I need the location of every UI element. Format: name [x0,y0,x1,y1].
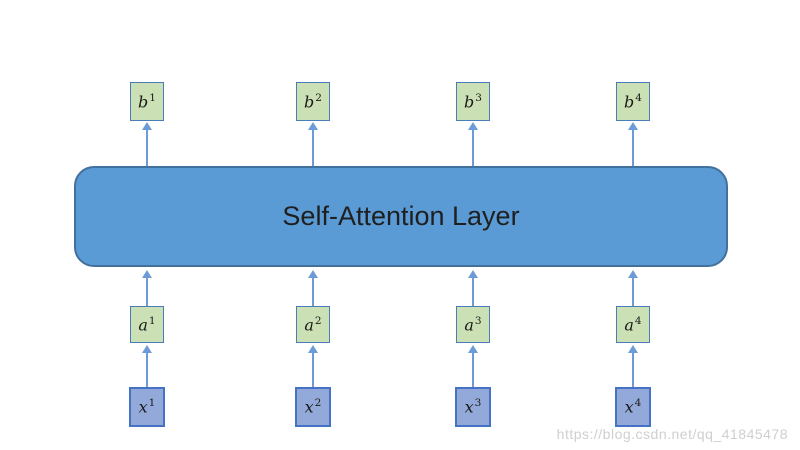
input-node-x3: x3 [455,387,491,427]
label-base: b [304,92,315,112]
arrow-head [628,270,638,278]
arrow-a4-to-layer [627,270,639,306]
input-node-x4: x4 [615,387,651,427]
hidden-node-a3: a3 [456,306,490,343]
input-node-x1: x1 [129,387,165,427]
label-sup: 1 [148,314,156,327]
hidden-node-a1: a1 [130,306,164,343]
arrow-layer-to-b1 [141,122,153,166]
label-sup: 4 [634,397,642,410]
arrow-shaft [471,277,475,306]
output-node-b2: b2 [296,82,330,121]
label-sup: 2 [315,91,322,104]
hidden-label-a2: a2 [304,316,321,333]
input-label-x1: x1 [139,398,156,415]
input-label-x4: x4 [625,398,642,415]
output-node-b1: b1 [130,82,164,121]
arrow-a1-to-layer [141,270,153,306]
label-base: a [464,315,474,335]
arrow-layer-to-b4 [627,122,639,166]
label-base: a [138,315,148,335]
hidden-node-a4: a4 [616,306,650,343]
arrow-head [308,270,318,278]
arrow-head [468,122,478,130]
label-sup: 3 [474,314,482,327]
arrow-layer-to-b2 [307,122,319,166]
watermark-url: https://blog.csdn.net/qq_41845478 [556,426,788,442]
label-base: b [138,92,149,112]
arrow-shaft [145,129,149,166]
label-base: x [304,397,314,417]
arrow-a2-to-layer [307,270,319,306]
label-sup: 3 [475,91,482,104]
arrow-shaft [311,352,315,387]
output-label-b1: b1 [138,93,156,110]
label-base: x [464,397,474,417]
arrow-x2-to-a2 [307,345,319,387]
input-label-x2: x2 [305,398,322,415]
output-label-b3: b3 [464,93,482,110]
arrow-shaft [471,129,475,166]
label-sup: 4 [635,91,642,104]
hidden-label-a4: a4 [624,316,641,333]
label-sup: 2 [314,397,322,410]
output-node-b4: b4 [616,82,650,121]
arrow-head [142,345,152,353]
label-base: b [464,92,475,112]
arrow-head [628,345,638,353]
arrow-layer-to-b3 [467,122,479,166]
hidden-label-a1: a1 [138,316,155,333]
label-base: b [624,92,635,112]
arrow-shaft [631,129,635,166]
arrow-shaft [631,352,635,387]
label-sup: 4 [634,314,642,327]
label-base: a [624,315,634,335]
arrow-x4-to-a4 [627,345,639,387]
arrow-head [468,345,478,353]
label-base: x [624,397,634,417]
arrow-a3-to-layer [467,270,479,306]
arrow-shaft [631,277,635,306]
label-sup: 2 [314,314,322,327]
input-node-x2: x2 [295,387,331,427]
label-base: x [138,397,148,417]
hidden-node-a2: a2 [296,306,330,343]
output-node-b3: b3 [456,82,490,121]
arrow-head [308,122,318,130]
arrow-head [142,270,152,278]
arrow-shaft [471,352,475,387]
arrow-head [468,270,478,278]
arrow-shaft [145,277,149,306]
arrow-head [142,122,152,130]
layer-label: Self-Attention Layer [282,201,520,231]
output-label-b2: b2 [304,93,322,110]
arrow-shaft [145,352,149,387]
label-sup: 1 [149,91,156,104]
label-base: a [304,315,314,335]
arrow-shaft [311,277,315,306]
output-label-b4: b4 [624,93,642,110]
arrow-x3-to-a3 [467,345,479,387]
arrow-x1-to-a1 [141,345,153,387]
arrow-shaft [311,129,315,166]
input-label-x3: x3 [465,398,482,415]
self-attention-layer-box: Self-Attention Layer [74,166,728,267]
label-sup: 1 [148,397,156,410]
hidden-label-a3: a3 [464,316,481,333]
arrow-head [308,345,318,353]
arrow-head [628,122,638,130]
label-sup: 3 [474,397,482,410]
